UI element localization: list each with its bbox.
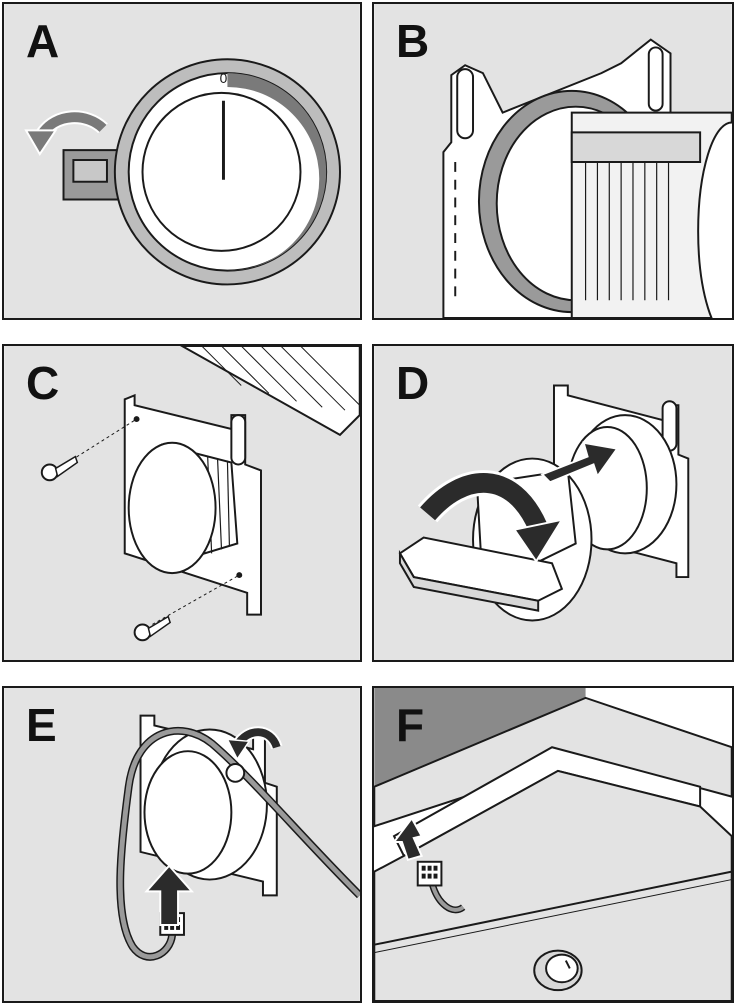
insert-arrow-icon	[540, 441, 619, 484]
cover-insert-illustration	[374, 346, 732, 660]
panel-letter: F	[396, 699, 425, 751]
appliance-connection-illustration	[374, 688, 732, 1001]
screw-hole-top	[133, 416, 140, 423]
panel-edge-line	[374, 879, 732, 954]
wall-edge	[179, 346, 360, 437]
plate-slot-left	[456, 68, 475, 140]
cable-clip	[225, 763, 246, 783]
cable	[429, 880, 465, 912]
rotate-arrow-head	[24, 129, 58, 156]
knob-tab-window	[72, 159, 108, 183]
screw-icon	[133, 615, 172, 642]
screw-hole-bottom	[236, 572, 243, 579]
cylinder-tab	[570, 131, 702, 163]
cylinder-body	[570, 111, 732, 318]
wall-hatching	[201, 346, 360, 411]
cable	[117, 728, 360, 960]
cover-handle-edge	[398, 549, 540, 612]
panel-letter: A	[26, 15, 60, 67]
plate-slot-right	[647, 46, 664, 112]
panel-letter: C	[26, 357, 60, 409]
plate-slot	[230, 414, 247, 466]
connector-plug	[416, 860, 443, 887]
cylinder-end	[697, 121, 732, 318]
mounting-plate-illustration	[374, 4, 732, 318]
panel-letter: B	[396, 15, 430, 67]
cable-routing-illustration	[4, 688, 360, 1001]
appliance-panel	[374, 769, 732, 1001]
panel-e: E	[2, 686, 362, 1003]
rotate-arrow-head	[512, 518, 564, 564]
device-face	[127, 441, 217, 575]
rotate-arrow-head	[226, 738, 251, 761]
device-face	[143, 750, 233, 875]
screw-icon	[40, 455, 79, 482]
panel-c: C	[2, 344, 362, 662]
cylinder-ribs	[584, 161, 670, 301]
screw-guide-bottom	[152, 574, 240, 625]
knob-rotation-illustration: 0	[4, 4, 360, 318]
knob-face	[141, 91, 302, 252]
panel-a: 0 A	[2, 2, 362, 320]
up-arrow-icon	[392, 816, 424, 862]
knob-ring-shadow	[227, 73, 327, 271]
connector-pins	[421, 865, 438, 879]
panel-edge-line	[374, 870, 732, 946]
up-arrow-icon	[144, 864, 195, 926]
panel-letter: E	[26, 699, 57, 751]
knob-zero-mark: 0	[220, 70, 228, 86]
panel-f: F	[372, 686, 734, 1003]
panel-b: B	[372, 2, 734, 320]
panel-letter: D	[396, 357, 430, 409]
small-knob-pointer	[564, 960, 571, 969]
rotate-arrow-icon	[37, 112, 107, 138]
rotate-arrow-icon	[420, 473, 548, 532]
screw-mounting-illustration	[4, 346, 360, 660]
panel-d: D	[372, 344, 734, 662]
small-knob-face	[545, 953, 579, 984]
